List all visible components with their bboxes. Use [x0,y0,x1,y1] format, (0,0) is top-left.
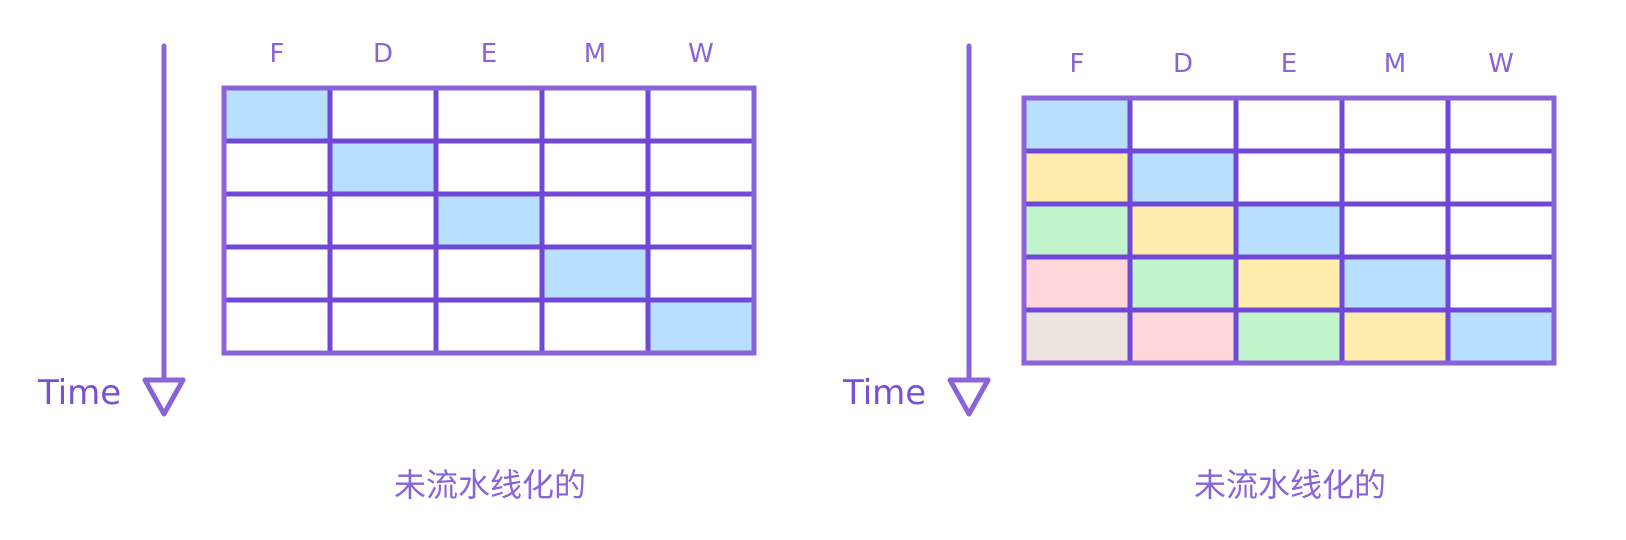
cell-r2-c1 [1127,201,1239,260]
stage-label-f: F [270,39,285,69]
stage-label-d: D [373,39,393,69]
cell-r1-c2 [433,138,545,197]
cell-r0-c1 [327,85,439,144]
panel-unpipelined-right: F D E M W Time 未流水线化的 [842,43,1557,504]
cell-r2-c4 [645,191,757,250]
cell-r3-c2 [433,244,545,303]
stage-label-w: W [1488,49,1514,79]
cell-r0-c3 [539,85,651,144]
stage-label-w: W [688,39,714,69]
panel-caption: 未流水线化的 [1194,466,1386,504]
cell-r2-c1 [327,191,439,250]
cell-r4-c4 [645,297,757,356]
stage-label-m: M [584,39,606,69]
cell-r3-c0 [1021,254,1133,313]
cell-r2-c3 [1339,201,1451,260]
cell-r2-c3 [539,191,651,250]
cell-r2-c2 [433,191,545,250]
cell-grid [221,85,757,356]
cell-r4-c1 [327,297,439,356]
grid-outer-border [1021,95,1557,366]
cell-r0-c2 [1233,95,1345,154]
cell-r1-c2 [1233,148,1345,207]
time-label: Time [37,373,121,413]
cell-r1-c0 [221,138,333,197]
cell-r1-c3 [539,138,651,197]
cell-r4-c2 [433,297,545,356]
cell-r0-c2 [433,85,545,144]
cell-r4-c3 [539,297,651,356]
cell-r0-c4 [645,85,757,144]
cell-r0-c0 [221,85,333,144]
cell-r1-c1 [1127,148,1239,207]
panel-caption: 未流水线化的 [394,466,586,504]
cell-r2-c4 [1445,201,1557,260]
grid-outer-border [221,85,757,356]
cell-r3-c3 [1339,254,1451,313]
cell-r1-c0 [1021,148,1133,207]
stage-label-e: E [481,39,497,69]
cell-r1-c3 [1339,148,1451,207]
cell-r3-c4 [645,244,757,303]
time-axis [947,43,991,417]
stage-label-d: D [1173,49,1193,79]
cell-r1-c4 [645,138,757,197]
time-arrow-head-icon [142,377,186,417]
cell-r4-c3 [1339,307,1451,366]
cell-r4-c2 [1233,307,1345,366]
cell-r0-c0 [1021,95,1133,154]
cell-r0-c4 [1445,95,1557,154]
cell-r3-c1 [1127,254,1239,313]
cell-r4-c0 [1021,307,1133,366]
cell-r4-c1 [1127,307,1239,366]
cell-r0-c1 [1127,95,1239,154]
time-axis [142,43,186,417]
time-arrow-head-icon [947,377,991,417]
cell-grid [1021,95,1557,366]
stage-label-e: E [1281,49,1297,79]
cell-r2-c0 [221,191,333,250]
cell-r1-c4 [1445,148,1557,207]
cell-r2-c0 [1021,201,1133,260]
cell-r3-c0 [221,244,333,303]
cell-r4-c4 [1445,307,1557,366]
cell-r1-c1 [327,138,439,197]
cell-r3-c1 [327,244,439,303]
cell-r0-c3 [1339,95,1451,154]
stage-label-f: F [1070,49,1085,79]
stage-label-m: M [1384,49,1406,79]
panel-unpipelined-left: F D E M W Time 未流水线化的 [37,39,757,504]
cell-r2-c2 [1233,201,1345,260]
cell-r3-c3 [539,244,651,303]
cell-r4-c0 [221,297,333,356]
time-label: Time [842,373,926,413]
cell-r3-c2 [1233,254,1345,313]
cell-r3-c4 [1445,254,1557,313]
